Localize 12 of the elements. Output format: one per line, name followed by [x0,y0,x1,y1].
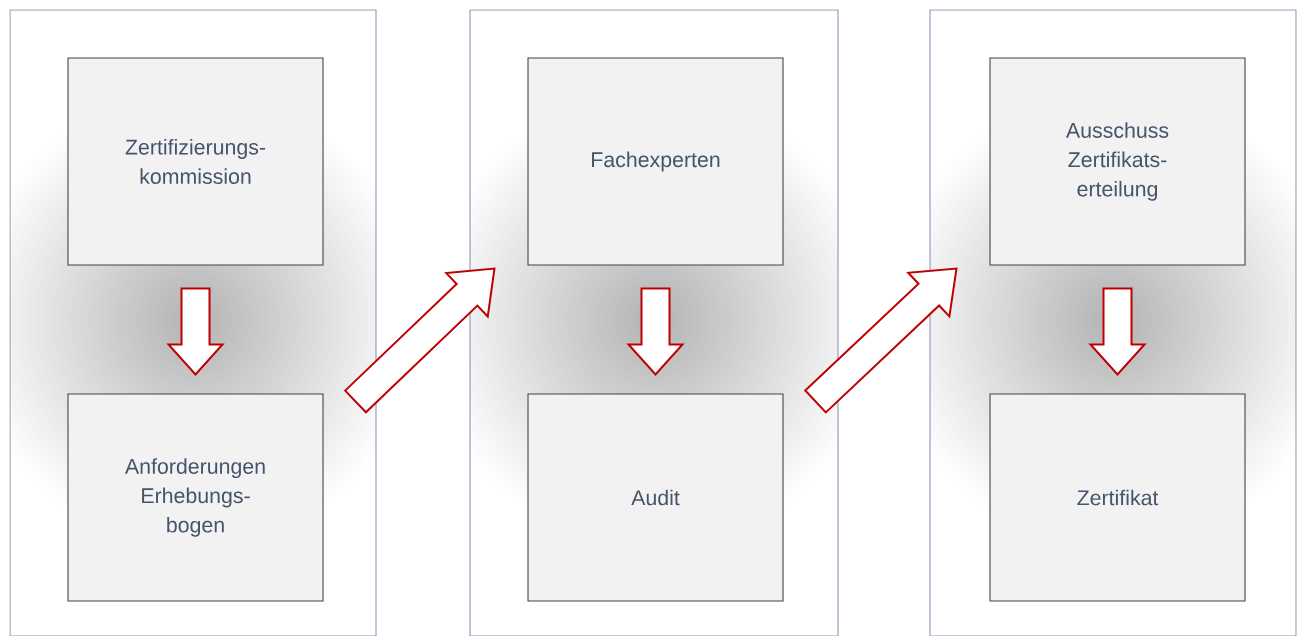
panel [469,9,839,636]
process-box: Anforderungen Erhebungs- bogen [67,393,324,602]
panel [929,9,1297,636]
block-arrow [166,287,225,376]
panel [9,9,377,636]
block-arrow [626,287,685,376]
process-box: Zertifikat [989,393,1246,602]
process-box: Audit [527,393,784,602]
process-box: Ausschuss Zertifikats- erteilung [989,57,1246,266]
block-arrow [1088,287,1147,376]
process-box: Zertifizierungs- kommission [67,57,324,266]
process-box: Fachexperten [527,57,784,266]
